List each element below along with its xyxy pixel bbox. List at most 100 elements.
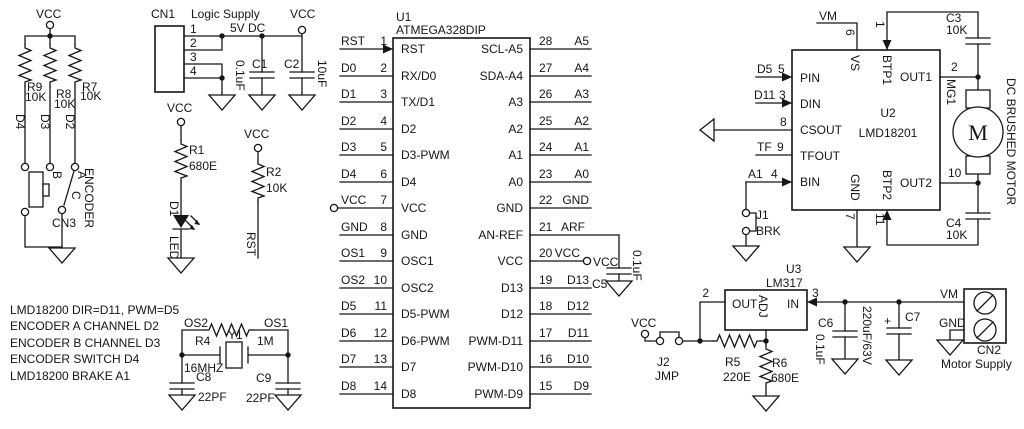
motor-terminal — [965, 89, 991, 109]
jumper-j2-pin — [674, 336, 684, 346]
junction-dot — [975, 74, 981, 80]
pin-name: A1 — [508, 148, 523, 162]
pin-number: 20 — [539, 246, 553, 260]
junction-dot — [285, 352, 291, 358]
pin-number: 2 — [380, 61, 387, 75]
pin-name-out1: OUT1 — [900, 70, 932, 84]
pin-name: PWM-D9 — [474, 387, 523, 401]
jumper-j1-pin — [741, 208, 751, 218]
pin-number: 16 — [539, 352, 553, 366]
pin-number: 19 — [539, 273, 553, 287]
pin-number: 23 — [539, 167, 553, 181]
switch-contact — [20, 207, 30, 217]
encoder-label: ENCODER — [82, 168, 96, 228]
capacitor-c8 — [169, 382, 195, 390]
net-label-a1: A1 — [748, 167, 763, 181]
pin-arrow-icon — [383, 44, 393, 54]
crystal-y1-body — [225, 341, 243, 369]
pin-number: 21 — [539, 220, 553, 234]
polarity-plus: + — [884, 314, 891, 328]
pin-number: 3 — [190, 50, 197, 64]
ref-c9: C9 — [256, 371, 272, 385]
pin-number: 24 — [539, 140, 553, 154]
pin-net: D4 — [341, 167, 357, 181]
ground-icon — [732, 245, 760, 262]
pin-number: 1 — [873, 21, 887, 28]
ref-c3: C3 — [946, 11, 962, 25]
pin-net: D7 — [341, 352, 357, 366]
note-line: ENCODER B CHANNEL D3 — [10, 336, 161, 350]
pin-net: D1 — [341, 87, 357, 101]
junction-dot — [179, 352, 185, 358]
pin-name: OSC1 — [401, 254, 434, 268]
pin-number: 11 — [375, 299, 388, 313]
ground-icon — [48, 247, 76, 264]
ref-r1: R1 — [189, 143, 205, 157]
motor-mg1: M MG1 DC BRUSHED MOTOR — [944, 78, 1018, 205]
value-r4: 1M — [257, 334, 274, 348]
resistor-r8 — [43, 43, 57, 87]
pin-name-pin: PIN — [800, 71, 820, 85]
switch-contact — [20, 162, 30, 172]
pushbutton-plunger — [42, 183, 50, 197]
note-line: LMD18200 DIR=D11, PWM=D5 — [10, 303, 180, 317]
hbridge-body — [791, 49, 941, 211]
pin-net: OS2 — [341, 273, 365, 287]
pin-net: D2 — [341, 114, 357, 128]
terminal-label-a: A — [75, 171, 89, 179]
pin-net: A5 — [574, 34, 589, 48]
notes-block: LMD18200 DIR=D11, PWM=D5 ENCODER A CHANN… — [10, 303, 180, 383]
value-r8: 10K — [54, 97, 75, 111]
net-label-os2: OS2 — [184, 316, 208, 330]
pin-name: RX/D0 — [401, 69, 437, 83]
value-r1: 680E — [189, 159, 217, 173]
switch-contact-b — [45, 162, 55, 172]
pin-name: D7 — [401, 360, 417, 374]
value-j1: BRK — [756, 224, 781, 238]
led-indicator-section: VCC R1 680E D1 LED — [167, 101, 217, 274]
pin-arrow-icon — [882, 40, 892, 50]
rail-label-5vdc: 5V DC — [230, 21, 266, 35]
pin-name-out2: OUT2 — [900, 176, 932, 190]
resistor-r7 — [68, 43, 82, 87]
pin-number: 17 — [539, 326, 553, 340]
pin-name-gnd: GND — [848, 174, 862, 201]
pin-name: A3 — [508, 95, 523, 109]
part-lmd18201: LMD18201 — [859, 126, 918, 140]
pin-name: TX/D1 — [401, 95, 435, 109]
pin-name: D13 — [501, 281, 523, 295]
vcc-terminal-icon — [297, 25, 307, 35]
ref-r5: R5 — [725, 355, 741, 369]
pin-number: 3 — [812, 286, 819, 300]
ref-d1: D1 — [167, 201, 181, 217]
pin-arrow-icon — [782, 72, 792, 187]
vcc-terminal-icon — [45, 20, 55, 30]
value-r2: 10K — [266, 181, 287, 195]
pin-number: 27 — [539, 61, 553, 75]
junction-dot — [219, 75, 225, 81]
ref-c4: C4 — [946, 216, 962, 230]
jumper-j1-pin — [741, 226, 751, 236]
pin-name: VCC — [401, 201, 427, 215]
motor-terminal — [965, 155, 991, 175]
ref-y1: Y1 — [228, 328, 243, 342]
pin-net: D5 — [341, 299, 357, 313]
vcc-terminal-icon — [329, 203, 339, 213]
connector-cn1-body — [154, 25, 185, 93]
pin-number: 11 — [873, 213, 887, 226]
net-label-vcc: VCC — [631, 316, 657, 330]
pin-name-vs: VS — [848, 55, 862, 71]
ground-icon — [168, 394, 196, 411]
pin-name: D4 — [401, 175, 417, 189]
ref-r7: R7 — [82, 80, 98, 94]
pin-number: 8 — [380, 220, 387, 234]
pin-number: 25 — [539, 114, 553, 128]
ref-r4: R4 — [195, 334, 211, 348]
pin-name: OSC2 — [401, 281, 434, 295]
value-r6: 680E — [771, 371, 799, 385]
value-j2: JMP — [655, 369, 679, 383]
capacitor-c4 — [965, 212, 991, 220]
value-r7: 10K — [80, 89, 101, 103]
ref-c7: C7 — [905, 310, 921, 324]
pin-net: ARF — [561, 220, 585, 234]
